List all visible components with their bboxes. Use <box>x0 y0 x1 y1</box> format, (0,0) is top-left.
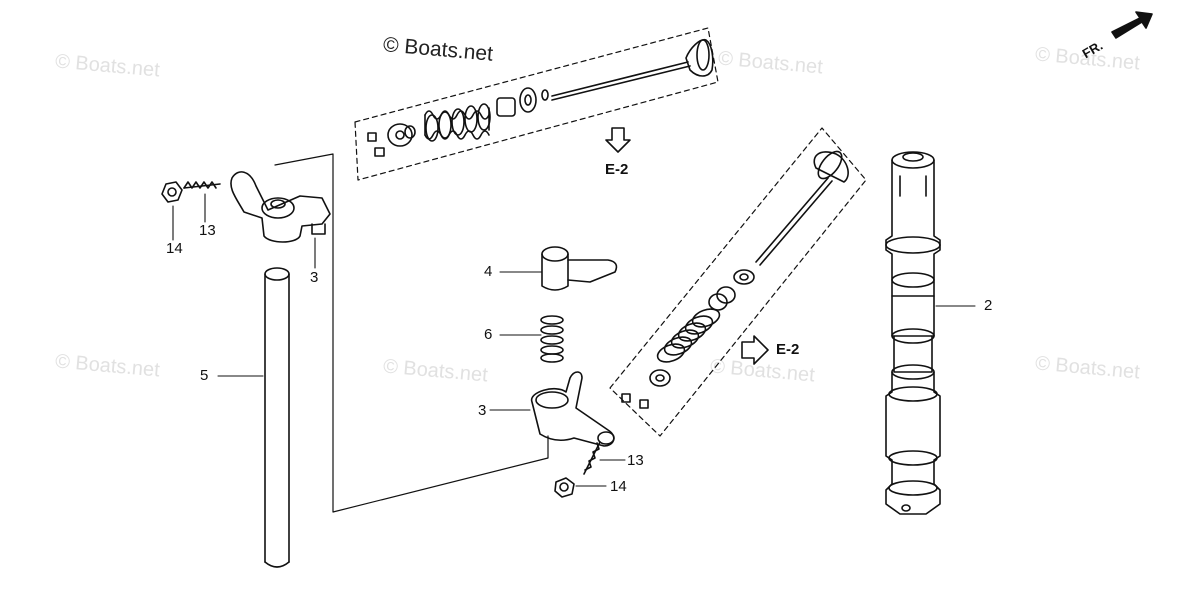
lock-nut-lower <box>554 477 575 498</box>
spring-center <box>540 315 564 363</box>
valve-right <box>755 150 849 266</box>
valve-group-outline-top <box>354 27 719 181</box>
lock-nut-left <box>161 181 183 203</box>
callout-4: 4 <box>484 263 493 280</box>
rocker-arm-lower <box>531 371 615 447</box>
reference-label-top: E-2 <box>605 161 629 178</box>
arrow-right-icon <box>1111 11 1153 39</box>
callout-13-left: 13 <box>199 222 216 239</box>
callout-14-lower: 14 <box>610 478 627 495</box>
valve-spring-right <box>621 269 755 409</box>
rocker-arm-left <box>230 171 331 243</box>
adjust-screw-lower <box>583 441 601 475</box>
callout-14-left: 14 <box>166 240 183 257</box>
leader-link <box>274 153 549 513</box>
callout-13-lower: 13 <box>627 452 644 469</box>
rocker-shaft <box>264 267 290 568</box>
callout-5: 5 <box>200 367 209 384</box>
callout-2: 2 <box>984 297 993 314</box>
adjust-screw-left <box>183 181 221 189</box>
callout-3-lower: 3 <box>478 402 487 419</box>
valve-top <box>551 38 714 101</box>
arrow-down-icon <box>605 127 631 153</box>
reference-label-right: E-2 <box>776 341 800 358</box>
arrow-right-icon <box>741 335 769 365</box>
rocker-arm-upper <box>541 246 618 291</box>
callout-3-left: 3 <box>310 269 319 286</box>
valve-spring-top <box>367 87 549 157</box>
callout-6: 6 <box>484 326 493 343</box>
camshaft <box>885 151 941 515</box>
